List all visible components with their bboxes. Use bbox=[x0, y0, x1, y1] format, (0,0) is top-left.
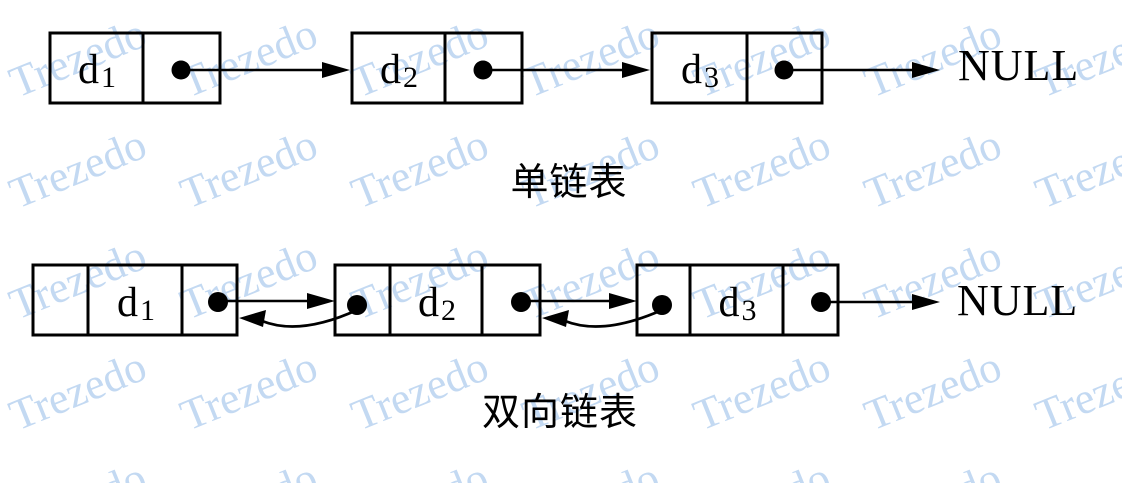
singly-next-arrow-2-head bbox=[622, 62, 650, 78]
doubly-node-2-prev-dot bbox=[347, 295, 367, 315]
singly-node-1-label-sub: 1 bbox=[101, 60, 116, 94]
doubly-node-1-label-sub: 1 bbox=[140, 293, 155, 327]
doubly-null-arrow-head bbox=[912, 294, 940, 310]
doubly-prev-arrow-2-curve bbox=[564, 308, 663, 328]
doubly-prev-arrow-1-curve bbox=[261, 308, 358, 328]
doubly-null-label: NULL bbox=[957, 276, 1079, 325]
doubly-next-arrow-2-head bbox=[609, 293, 637, 309]
doubly-node-2-label-sub: 2 bbox=[441, 293, 456, 327]
doubly-node-3-box bbox=[635, 263, 840, 337]
doubly-node-3-label-sub: 3 bbox=[741, 293, 757, 327]
singly-node-2-label: d2 bbox=[354, 48, 444, 92]
doubly-next-arrow-1-head bbox=[307, 293, 335, 309]
doubly-node-3-prev-dot bbox=[652, 295, 672, 315]
doubly-node-3-label-base: d bbox=[718, 280, 740, 326]
doubly-prev-arrow-1-head bbox=[239, 310, 266, 327]
singly-node-3-box bbox=[650, 31, 824, 105]
singly-null-label: NULL bbox=[958, 41, 1080, 90]
doubly-prev-arrow-2-head bbox=[542, 310, 569, 327]
singly-node-1-box bbox=[48, 31, 222, 105]
singly-node-3-label: d3 bbox=[654, 48, 746, 92]
singly-node-2-label-base: d bbox=[380, 47, 401, 93]
singly-node-2-box bbox=[350, 31, 524, 105]
doubly-list-caption: 双向链表 bbox=[481, 392, 638, 434]
singly-null-arrow-head bbox=[912, 62, 940, 78]
singly-node-2-label-sub: 2 bbox=[403, 60, 418, 94]
doubly-node-2-label-base: d bbox=[418, 280, 439, 326]
singly-list-caption: 单链表 bbox=[510, 162, 628, 204]
doubly-node-2-label: d2 bbox=[392, 281, 482, 325]
doubly-node-3-label: d3 bbox=[692, 281, 783, 325]
singly-node-1-label: d1 bbox=[52, 48, 142, 92]
singly-node-3-label-base: d bbox=[681, 47, 702, 93]
singly-node-3-label-sub: 3 bbox=[704, 60, 719, 94]
singly-node-1-label-base: d bbox=[78, 47, 99, 93]
doubly-node-1-label: d1 bbox=[90, 281, 182, 325]
singly-next-arrow-1-head bbox=[322, 62, 350, 78]
doubly-node-1-label-base: d bbox=[117, 280, 138, 326]
